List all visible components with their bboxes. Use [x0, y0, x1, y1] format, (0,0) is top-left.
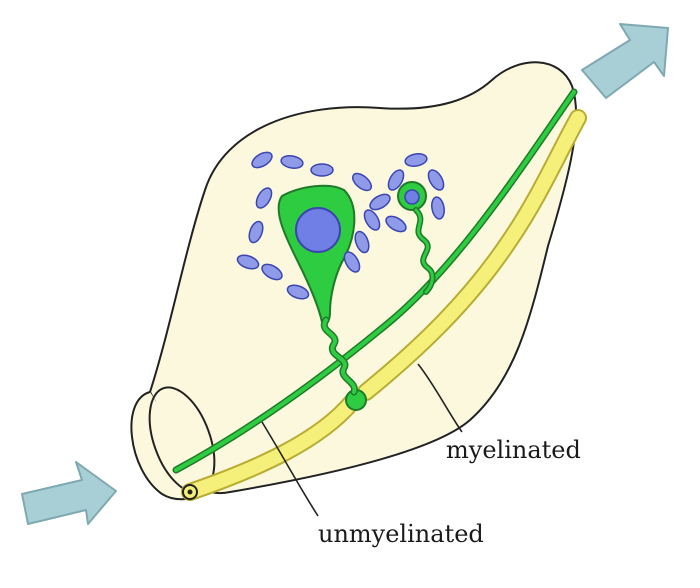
myelinated-label: myelinated: [446, 436, 581, 464]
small-satellite-cells: [385, 153, 445, 233]
small-neuron: [397, 181, 436, 295]
large-neuron: [277, 184, 358, 396]
unmyelinated-leader-line: [261, 421, 319, 517]
ganglion-body: [148, 61, 578, 495]
myelinated-axon: [181, 109, 587, 501]
satellite-cells: [236, 151, 391, 300]
input-arrow: [21, 461, 117, 525]
unmyelinated-axon: [172, 88, 578, 474]
output-arrow: [581, 23, 669, 99]
myelinated-leader-line: [417, 363, 463, 433]
leader-lines: [261, 363, 463, 517]
unmyelinated-label: unmyelinated: [318, 520, 484, 548]
